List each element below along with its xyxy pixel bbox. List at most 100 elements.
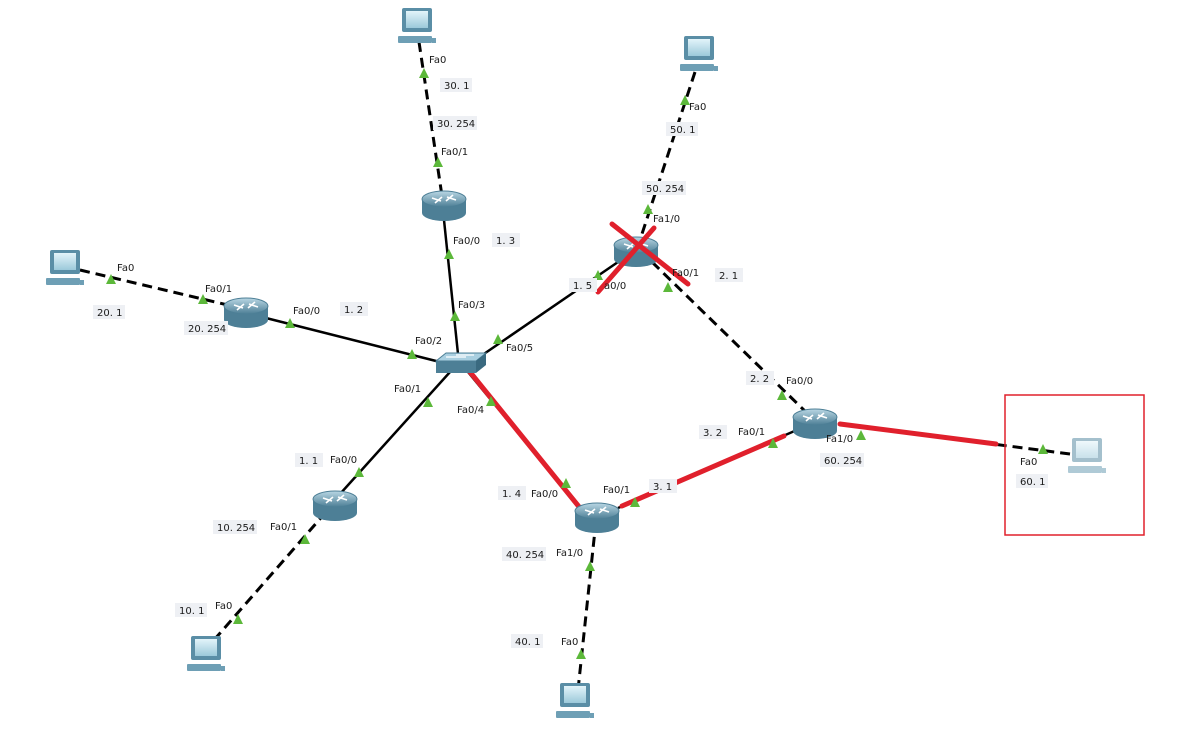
port-up-icon <box>680 95 690 105</box>
port-up-icon <box>561 478 571 488</box>
switch-icon[interactable] <box>434 352 488 373</box>
port-label: Fa1/0 <box>556 548 583 559</box>
ip-label: 40. 1 <box>511 634 543 648</box>
port-label: Fa0 <box>1020 457 1037 468</box>
ip-label: 30. 254 <box>433 116 477 130</box>
port-label: Fa0/1 <box>270 522 297 533</box>
ip-label: 60. 254 <box>820 453 864 467</box>
ip-label: 1. 2 <box>340 302 368 316</box>
ip-label: 50. 1 <box>666 122 698 136</box>
port-up-icon <box>198 294 208 304</box>
port-indicators <box>106 68 1048 659</box>
router-icon[interactable] <box>792 408 838 439</box>
port-label: Fa0/1 <box>205 284 232 295</box>
svg-text:60. 1: 60. 1 <box>1020 477 1045 488</box>
ip-label: 60. 1 <box>1016 474 1048 488</box>
port-label: Fa0/0 <box>786 376 813 387</box>
highlight-router-east-pc60 <box>837 421 999 447</box>
pc-icon[interactable] <box>680 36 718 71</box>
highlight-switch-router-south <box>467 369 583 511</box>
ip-label: 1. 5 <box>569 278 597 292</box>
failed-router-cross-icon <box>595 221 691 295</box>
port-up-icon <box>777 390 787 400</box>
pc-icon[interactable] <box>46 250 84 285</box>
svg-text:3. 1: 3. 1 <box>653 482 672 493</box>
link-router-right-router-east[interactable] <box>650 260 810 416</box>
link-pc40-router-south[interactable] <box>576 529 597 691</box>
ip-label: 20. 254 <box>184 321 228 335</box>
ip-label: 30. 1 <box>440 78 472 92</box>
svg-text:2. 1: 2. 1 <box>719 271 738 282</box>
svg-text:20. 254: 20. 254 <box>188 324 226 335</box>
port-up-icon <box>285 318 295 328</box>
port-up-icon <box>593 270 603 280</box>
port-label: Fa0/0 <box>453 236 480 247</box>
ip-label: 50. 254 <box>642 181 686 195</box>
port-up-icon <box>768 438 778 448</box>
svg-text:2. 2: 2. 2 <box>750 374 769 385</box>
port-label: Fa0/3 <box>458 300 485 311</box>
port-up-icon <box>856 430 866 440</box>
svg-text:40. 254: 40. 254 <box>506 550 544 561</box>
svg-text:1. 1: 1. 1 <box>299 456 318 467</box>
svg-text:50. 254: 50. 254 <box>646 184 684 195</box>
port-up-icon <box>663 282 673 292</box>
port-up-icon <box>585 561 595 571</box>
pc-icon[interactable] <box>1068 438 1106 473</box>
svg-text:10. 1: 10. 1 <box>179 606 204 617</box>
pc-icon[interactable] <box>556 683 594 718</box>
link-pc20-router-left[interactable] <box>79 268 233 308</box>
port-label: Fa0/0 <box>531 489 558 500</box>
port-label: Fa1/0 <box>826 434 853 445</box>
ip-label: 3. 2 <box>699 425 727 439</box>
highlight-router-south-router-east <box>619 433 787 509</box>
ip-label: 20. 1 <box>93 305 125 319</box>
port-label: Fa0/1 <box>394 384 421 395</box>
pc-icon[interactable] <box>187 636 225 671</box>
link-router-top-switch[interactable] <box>442 219 460 355</box>
ip-label: 1. 4 <box>498 486 526 500</box>
svg-text:10. 254: 10. 254 <box>217 523 255 534</box>
port-up-icon <box>486 396 496 406</box>
router-icon[interactable] <box>574 502 620 533</box>
ip-label: 10. 1 <box>175 603 207 617</box>
pc-icon[interactable] <box>398 8 436 43</box>
port-label: Fa0 <box>689 102 706 113</box>
port-label: Fa0/5 <box>506 343 533 354</box>
svg-text:3. 2: 3. 2 <box>703 428 722 439</box>
port-up-icon <box>630 497 640 507</box>
svg-text:50. 1: 50. 1 <box>670 125 695 136</box>
port-label: Fa0/4 <box>457 405 484 416</box>
port-label: Fa0 <box>429 55 446 66</box>
port-labels: Fa0 Fa0/1 Fa0/0 Fa0/3 Fa0 Fa1/0 a0/0 Fa0… <box>117 55 1037 648</box>
port-up-icon <box>300 534 310 544</box>
svg-text:20. 1: 20. 1 <box>97 308 122 319</box>
router-icon[interactable] <box>421 190 467 221</box>
svg-text:1. 2: 1. 2 <box>344 305 363 316</box>
port-up-icon <box>233 614 243 624</box>
selection-box <box>1004 394 1145 536</box>
svg-text:40. 1: 40. 1 <box>515 637 540 648</box>
ip-label: 10. 254 <box>213 520 257 534</box>
link-pc10-router-sw[interactable] <box>212 511 328 641</box>
port-label: Fa0/0 <box>293 306 320 317</box>
port-up-icon <box>419 68 429 78</box>
svg-text:1. 4: 1. 4 <box>502 489 521 500</box>
port-up-icon <box>423 397 433 407</box>
port-label: Fa0 <box>561 637 578 648</box>
port-label: a0/0 <box>604 281 626 292</box>
port-up-icon <box>354 467 364 477</box>
port-label: Fa0/1 <box>672 268 699 279</box>
port-label: Fa0/1 <box>441 147 468 158</box>
router-icon[interactable] <box>312 490 358 521</box>
port-label: Fa1/0 <box>653 214 680 225</box>
router-icon[interactable] <box>223 297 269 328</box>
svg-text:30. 254: 30. 254 <box>437 119 475 130</box>
svg-text:30. 1: 30. 1 <box>444 81 469 92</box>
port-up-icon <box>643 204 653 214</box>
port-up-icon <box>493 334 503 344</box>
svg-text:1. 5: 1. 5 <box>573 281 592 292</box>
link-pc30-router-top[interactable] <box>417 41 444 197</box>
ip-label: 1. 1 <box>295 453 323 467</box>
